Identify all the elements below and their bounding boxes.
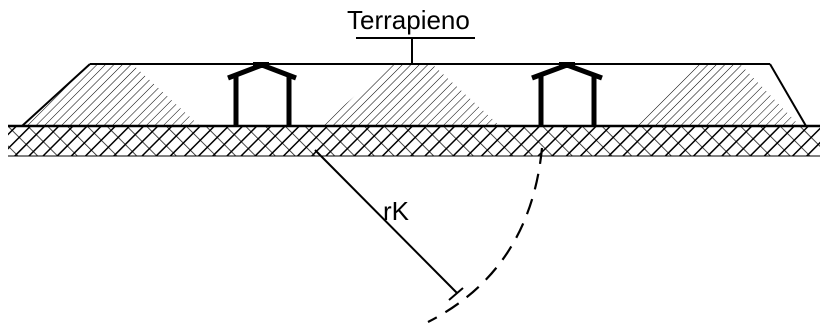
dashed-arc [427, 147, 544, 323]
mound-right-outer-slope [769, 63, 807, 127]
house-left-chimney [253, 62, 269, 68]
house-right-chimney [559, 62, 575, 68]
house-left [227, 62, 297, 126]
house-right [531, 62, 603, 126]
mound-left-outer-slope [21, 63, 91, 127]
radius-line [314, 149, 458, 294]
terrapieno-label: Terrapieno [347, 5, 470, 35]
ground-band [8, 124, 820, 157]
radius-end-tick [448, 287, 464, 301]
mound-right [630, 64, 800, 126]
mound-center [320, 64, 500, 126]
ground-hatch-cross [8, 126, 820, 156]
mound-left [22, 64, 200, 126]
embankment-mounds [21, 63, 807, 127]
radius-label: rK [383, 196, 410, 226]
